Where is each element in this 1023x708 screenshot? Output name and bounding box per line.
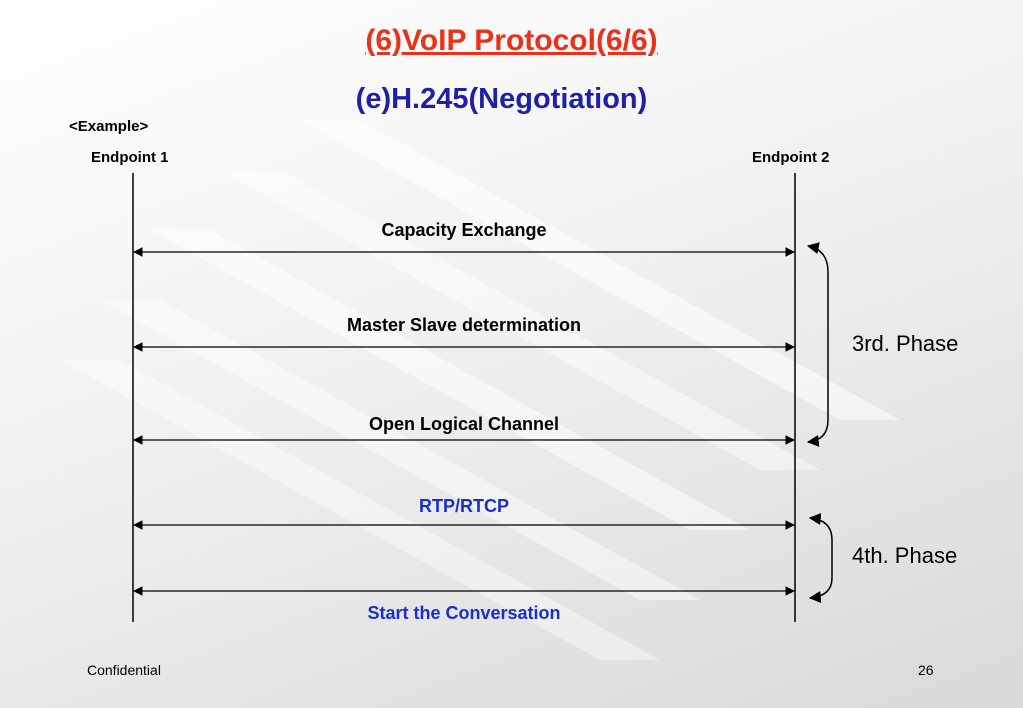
footer-confidential: Confidential — [87, 662, 161, 678]
phase-3-label: 3rd. Phase — [852, 331, 959, 356]
phase-4-label: 4th. Phase — [852, 543, 958, 568]
slide-subtitle: (e)H.245(Negotiation) — [355, 83, 648, 115]
slide-title: (6)VoIP Protocol(6/6) — [365, 24, 658, 57]
message-start-conversation: Start the Conversation — [367, 603, 561, 623]
brace-3rd-phase — [806, 242, 829, 447]
message-capacity-exchange: Capacity Exchange — [381, 220, 547, 240]
endpoint-1-label: Endpoint 1 — [91, 149, 169, 166]
page-number: 26 — [918, 662, 934, 678]
example-label: <Example> — [69, 118, 149, 135]
message-rtp-rtcp: RTP/RTCP — [419, 496, 509, 516]
message-master-slave: Master Slave determination — [346, 315, 582, 335]
endpoint-2-label: Endpoint 2 — [752, 149, 830, 166]
message-open-logical-channel: Open Logical Channel — [368, 414, 560, 434]
brace-4th-phase — [808, 513, 833, 603]
